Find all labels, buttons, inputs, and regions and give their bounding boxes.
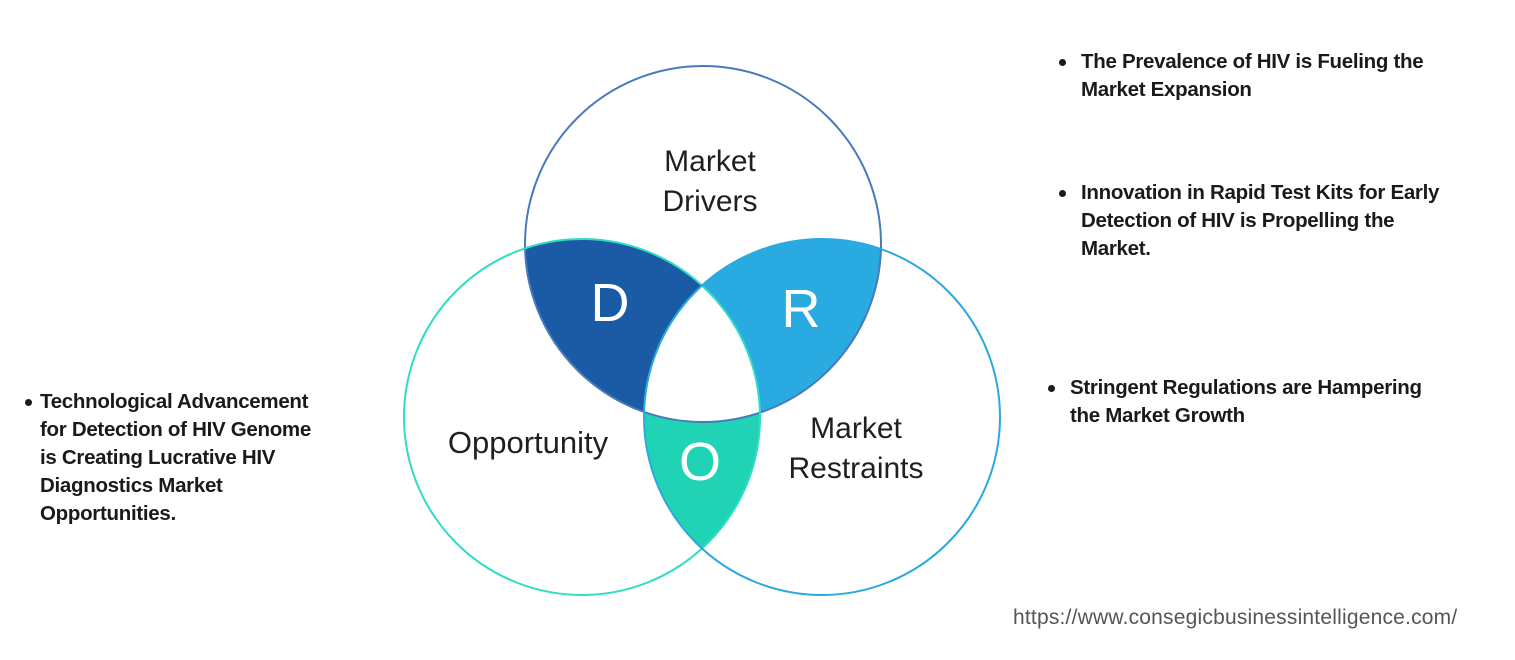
label-opportunity: Opportunity bbox=[447, 425, 609, 460]
letter-r: R bbox=[781, 279, 821, 339]
letter-d: D bbox=[590, 273, 630, 333]
bullet-icon bbox=[1048, 385, 1055, 392]
insight-driver-item: The Prevalence of HIV is Fueling the Mar… bbox=[1059, 48, 1424, 104]
bullet-icon bbox=[1059, 59, 1066, 66]
label-market-drivers: Market Drivers bbox=[662, 145, 758, 218]
insight-restraint-item: Stringent Regulations are Hampering the … bbox=[1048, 374, 1422, 430]
circle-market-drivers bbox=[524, 65, 882, 423]
website-url: https://www.consegicbusinessintelligence… bbox=[1013, 606, 1458, 629]
insight-text: Technological Advancement for Detection … bbox=[40, 390, 311, 525]
bullet-icon bbox=[1059, 190, 1066, 197]
center-intersection bbox=[644, 239, 760, 422]
circle-opportunity bbox=[403, 238, 761, 596]
circle-market-restraints bbox=[643, 238, 1001, 596]
insight-text: The Prevalence of HIV is Fueling the Mar… bbox=[1081, 50, 1424, 101]
label-market-restraints: Market Restraints bbox=[788, 412, 924, 485]
insight-driver-item: Innovation in Rapid Test Kits for Early … bbox=[1059, 179, 1439, 263]
bullet-icon bbox=[25, 399, 32, 406]
letter-o: O bbox=[678, 432, 722, 492]
insight-text: Innovation in Rapid Test Kits for Early … bbox=[1081, 181, 1440, 260]
insight-text: Stringent Regulations are Hampering the … bbox=[1070, 376, 1422, 427]
insight-opportunity-item: Technological Advancement for Detection … bbox=[25, 388, 311, 528]
